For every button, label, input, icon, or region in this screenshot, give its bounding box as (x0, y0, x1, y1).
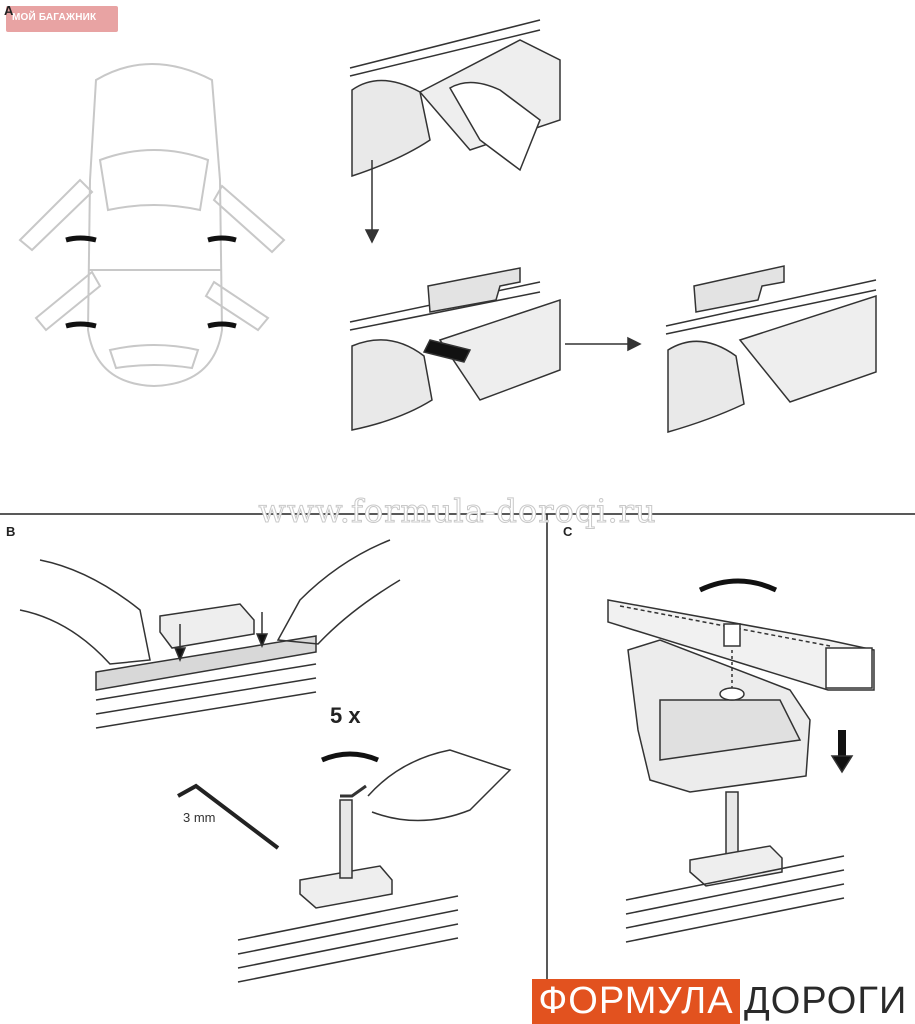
rail-panel-1 (349, 19, 561, 244)
repeat-count: 5 x (330, 703, 361, 728)
bar-with-foot-clamp (19, 539, 401, 729)
foot-assembly-c (625, 623, 854, 943)
site-badge-text: МОЙ БАГАЖНИК (12, 12, 97, 23)
rail-panel-3 (665, 265, 877, 433)
logo-part-1: ФОРМУЛА (532, 979, 740, 1024)
site-badge: МОЙ БАГАЖНИК (6, 6, 118, 32)
allen-key (177, 783, 280, 850)
section-label-a: A (4, 3, 14, 18)
logo-part-2: ДОРОГИ (744, 980, 908, 1022)
section-label-c: C (563, 524, 573, 539)
roof-bar-c (607, 578, 875, 691)
rail-panel-2 (349, 267, 642, 431)
bolt-and-foot-b (237, 749, 512, 983)
car-top-view (18, 63, 286, 388)
watermark-url: www.formula-doroqi.ru (258, 492, 657, 531)
door-arrows (65, 235, 237, 329)
section-label-b: B (6, 524, 16, 539)
tool-size-label: 3 mm (183, 810, 216, 825)
